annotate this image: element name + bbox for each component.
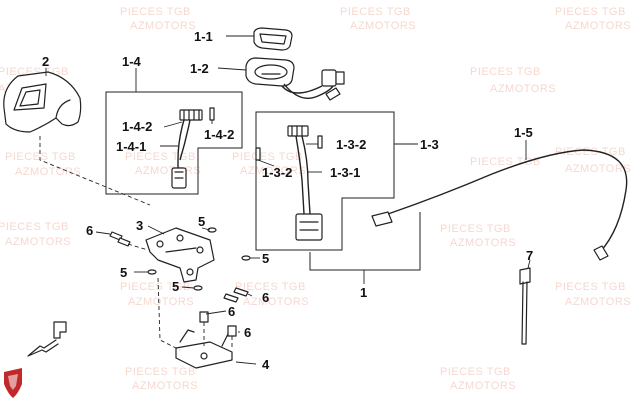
part-2-meter-cover (3, 71, 82, 133)
brand-shield-icon (4, 368, 22, 398)
callout-3: 3 (136, 218, 143, 233)
watermark-text: AZMOTORS (565, 163, 631, 175)
callout-1-4-2-left: 1-4-2 (122, 119, 152, 134)
watermark-text: PIECES TGB (555, 281, 626, 293)
callout-1-3-2-right: 1-3-2 (336, 137, 366, 152)
callout-4: 4 (262, 357, 270, 372)
callout-5-lower: 5 (172, 279, 179, 294)
fastener-leaders (127, 243, 233, 351)
callout-1-4-1: 1-4-1 (116, 139, 146, 154)
callout-1-3: 1-3 (420, 137, 439, 152)
watermark-text: AZMOTORS (128, 296, 194, 308)
part-3-mounting-bracket (145, 227, 215, 283)
watermark-layer: PIECES TGB AZMOTORS PIECES TGB AZMOTORS … (0, 6, 631, 392)
callout-6-left: 6 (86, 223, 93, 238)
watermark-text: PIECES TGB (470, 66, 541, 78)
callout-1: 1 (360, 285, 367, 300)
watermark-text: PIECES TGB (120, 281, 191, 293)
callout-1-3-1: 1-3-1 (330, 165, 360, 180)
watermark-text: PIECES TGB (120, 6, 191, 18)
group-frame-1-3 (255, 111, 395, 251)
part-4-lower-bracket (175, 329, 235, 369)
part-1-4-harness (171, 107, 215, 189)
callout-1-4-2-right: 1-4-2 (204, 127, 234, 142)
callout-1-3-2-left: 1-3-2 (262, 165, 292, 180)
watermark-text: PIECES TGB (440, 223, 511, 235)
callout-leaders (45, 35, 531, 365)
watermark-text: PIECES TGB (555, 6, 626, 18)
watermark-text: AZMOTORS (350, 20, 416, 32)
callout-1-4: 1-4 (122, 54, 142, 69)
watermark-text: PIECES TGB (470, 156, 541, 168)
callout-labels: 1-1 1-2 1-4 1-4-2 1-4-2 1-4-1 1-3 1-3-2 … (42, 29, 533, 372)
callout-1-5: 1-5 (514, 125, 533, 140)
callout-2: 2 (42, 54, 49, 69)
watermark-text: PIECES TGB (0, 221, 69, 233)
fasteners (109, 227, 251, 337)
watermark-text: PIECES TGB (235, 281, 306, 293)
callout-1-1: 1-1 (194, 29, 213, 44)
callout-7: 7 (526, 248, 533, 263)
group-frame-1-4 (105, 91, 243, 195)
callout-5-right: 5 (262, 251, 269, 266)
watermark-text: AZMOTORS (132, 380, 198, 392)
watermark-text: AZMOTORS (5, 236, 71, 248)
group-bracket-1 (309, 212, 421, 271)
callout-5-top: 5 (198, 214, 205, 229)
watermark-text: AZMOTORS (565, 20, 631, 32)
callout-6-lower: 6 (244, 325, 251, 340)
watermark-text: AZMOTORS (490, 83, 556, 95)
watermark-text: AZMOTORS (450, 380, 516, 392)
part-1-2-meter-housing (245, 57, 345, 101)
watermark-text: AZMOTORS (130, 20, 196, 32)
callout-6-right: 6 (262, 290, 269, 305)
watermark-text: AZMOTORS (565, 296, 631, 308)
watermark-text: PIECES TGB (440, 366, 511, 378)
part-1-3-harness (255, 125, 323, 241)
watermark-text: PIECES TGB (232, 151, 303, 163)
front-arrow-icon (27, 321, 67, 357)
watermark-text: AZMOTORS (243, 296, 309, 308)
watermark-text: AZMOTORS (450, 237, 516, 249)
callout-5-left: 5 (120, 265, 127, 280)
leader-dashed-cover (39, 136, 151, 206)
callout-6-middle: 6 (228, 304, 235, 319)
watermark-text: PIECES TGB (340, 6, 411, 18)
callout-1-2: 1-2 (190, 61, 209, 76)
watermark-text: PIECES TGB (125, 366, 196, 378)
watermark-text: AZMOTORS (15, 166, 81, 178)
part-1-1-lens (253, 27, 293, 51)
part-7-cable-tie (519, 267, 531, 345)
part-1-5-speedometer-cable (371, 149, 628, 261)
watermark-text: AZMOTORS (135, 165, 201, 177)
